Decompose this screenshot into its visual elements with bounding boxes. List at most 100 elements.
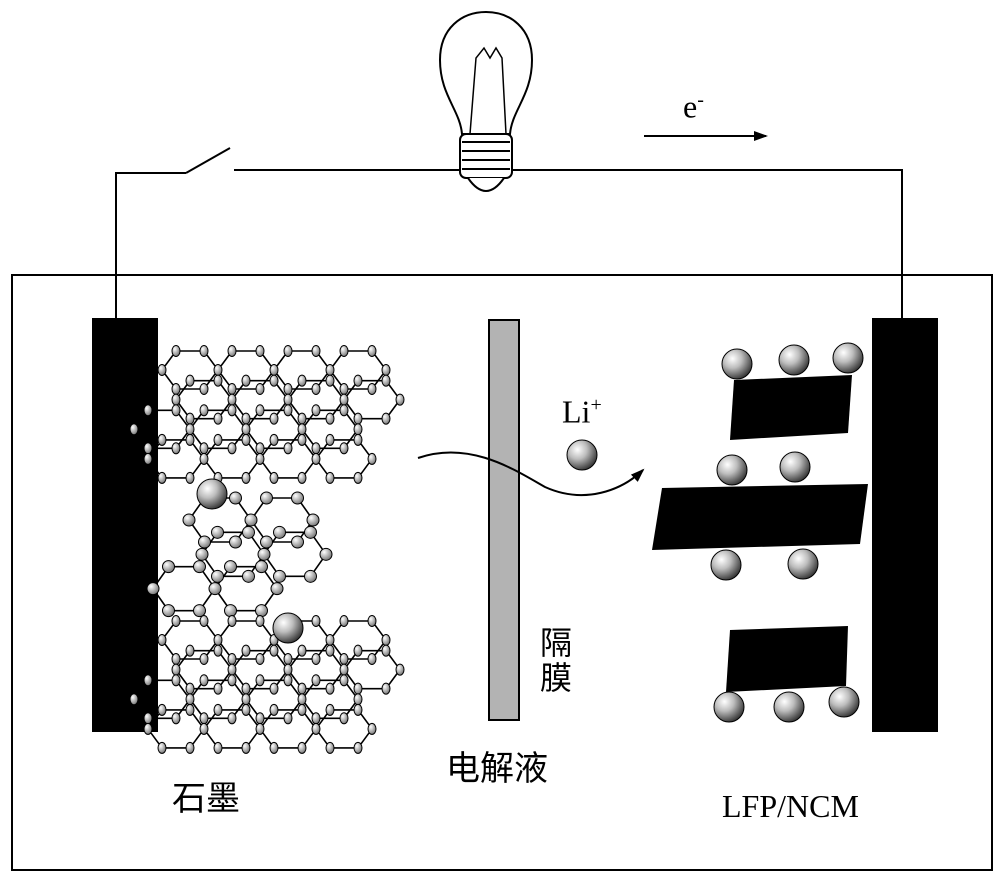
carbon-atom: [339, 712, 349, 725]
ion-migration-arrow: [417, 451, 645, 496]
lithium-ion-sphere-icon: [713, 691, 745, 723]
carbon-atom: [227, 393, 237, 406]
carbon-atom: [241, 471, 251, 484]
carbon-atom: [157, 703, 167, 716]
carbon-atom: [171, 674, 181, 687]
carbon-atom: [143, 722, 153, 735]
carbon-atom: [269, 741, 279, 754]
carbon-atom: [353, 471, 363, 484]
carbon-atom: [213, 412, 223, 425]
anode-label: 石墨: [172, 779, 240, 819]
carbon-atom: [367, 653, 377, 665]
carbon-atom: [255, 560, 268, 574]
carbon-atom: [269, 644, 279, 657]
carbon-atom: [311, 615, 321, 627]
carbon-atom: [291, 491, 304, 505]
carbon-atom: [353, 693, 363, 706]
carbon-atom: [255, 404, 265, 417]
lithium-ion-sphere-icon: [779, 451, 811, 483]
carbon-atom: [339, 615, 349, 627]
cathode-ions: [710, 342, 864, 723]
carbon-atom: [213, 634, 223, 646]
carbon-atom: [255, 604, 268, 618]
carbon-atom: [339, 663, 349, 676]
carbon-atom: [269, 703, 279, 716]
carbon-atom: [255, 712, 265, 725]
carbon-atom: [367, 383, 377, 395]
carbon-atom: [311, 442, 321, 455]
carbon-atom: [319, 547, 333, 561]
carbon-atom: [353, 433, 363, 446]
lithium-ion-sphere-icon: [773, 691, 805, 723]
carbon-atom: [143, 712, 153, 725]
carbon-atom: [143, 404, 153, 417]
carbon-atom: [395, 393, 405, 406]
carbon-atom: [269, 374, 279, 387]
carbon-atom: [325, 364, 335, 376]
carbon-atom: [339, 345, 349, 357]
carbon-atom: [255, 674, 265, 687]
carbon-atom: [199, 653, 209, 665]
carbon-atom: [171, 404, 181, 417]
carbon-atom: [270, 582, 284, 596]
carbon-atom: [381, 364, 391, 376]
carbon-atom: [171, 393, 181, 406]
lithium-ion-sphere-icon: [832, 342, 864, 374]
carbon-atom: [269, 412, 279, 425]
carbon-atom: [185, 741, 195, 754]
carbon-atom: [353, 741, 363, 754]
carbon-atom: [381, 682, 391, 695]
circuit-wire: [115, 169, 903, 318]
lithium-charge: +: [590, 394, 602, 416]
carbon-atom: [171, 663, 181, 676]
carbon-atom: [185, 693, 195, 706]
carbon-atom: [353, 374, 363, 387]
carbon-atom: [311, 345, 321, 357]
carbon-atom: [162, 560, 175, 574]
carbon-atom: [255, 345, 265, 357]
carbon-atom: [208, 582, 222, 596]
carbon-atom: [171, 653, 181, 665]
carbon-atom: [185, 412, 195, 425]
carbon-atom: [269, 471, 279, 484]
carbon-atom: [241, 423, 251, 436]
carbon-atom: [257, 547, 271, 561]
switch-icon[interactable]: [185, 147, 231, 174]
carbon-atom: [185, 433, 195, 446]
lithium-ion-sphere-icon: [778, 344, 810, 376]
carbon-atom: [325, 634, 335, 646]
cathode-slab: [726, 626, 848, 692]
electrolyte-label: 电解液: [446, 749, 548, 789]
carbon-atom: [306, 513, 320, 527]
carbon-atom: [297, 741, 307, 754]
carbon-atom: [129, 423, 139, 436]
carbon-atom: [311, 722, 321, 735]
carbon-atom: [199, 383, 209, 395]
carbon-atom: [283, 404, 293, 417]
carbon-atom: [339, 442, 349, 455]
hexagon-ring: [152, 565, 216, 612]
light-bulb-icon: [438, 10, 534, 192]
anode-electrode: [92, 318, 158, 732]
cathode-label: LFP/NCM: [722, 788, 859, 824]
carbon-atom: [283, 712, 293, 725]
carbon-atom: [143, 674, 153, 687]
electron-symbol: e: [683, 88, 698, 125]
carbon-atom: [273, 525, 286, 539]
carbon-atom: [311, 383, 321, 395]
carbon-atom: [129, 693, 139, 706]
carbon-atom: [171, 712, 181, 725]
carbon-atom: [325, 471, 335, 484]
lithium-symbol: Li: [562, 393, 591, 430]
carbon-atom: [283, 674, 293, 687]
carbon-atom: [304, 525, 317, 539]
carbon-atom: [241, 693, 251, 706]
carbon-atom: [353, 423, 363, 436]
carbon-atom: [241, 644, 251, 657]
carbon-atom: [227, 345, 237, 357]
carbon-atom: [241, 374, 251, 387]
carbon-atom: [269, 433, 279, 446]
carbon-atom: [193, 604, 206, 618]
carbon-atom: [198, 535, 211, 549]
carbon-atom: [213, 644, 223, 657]
